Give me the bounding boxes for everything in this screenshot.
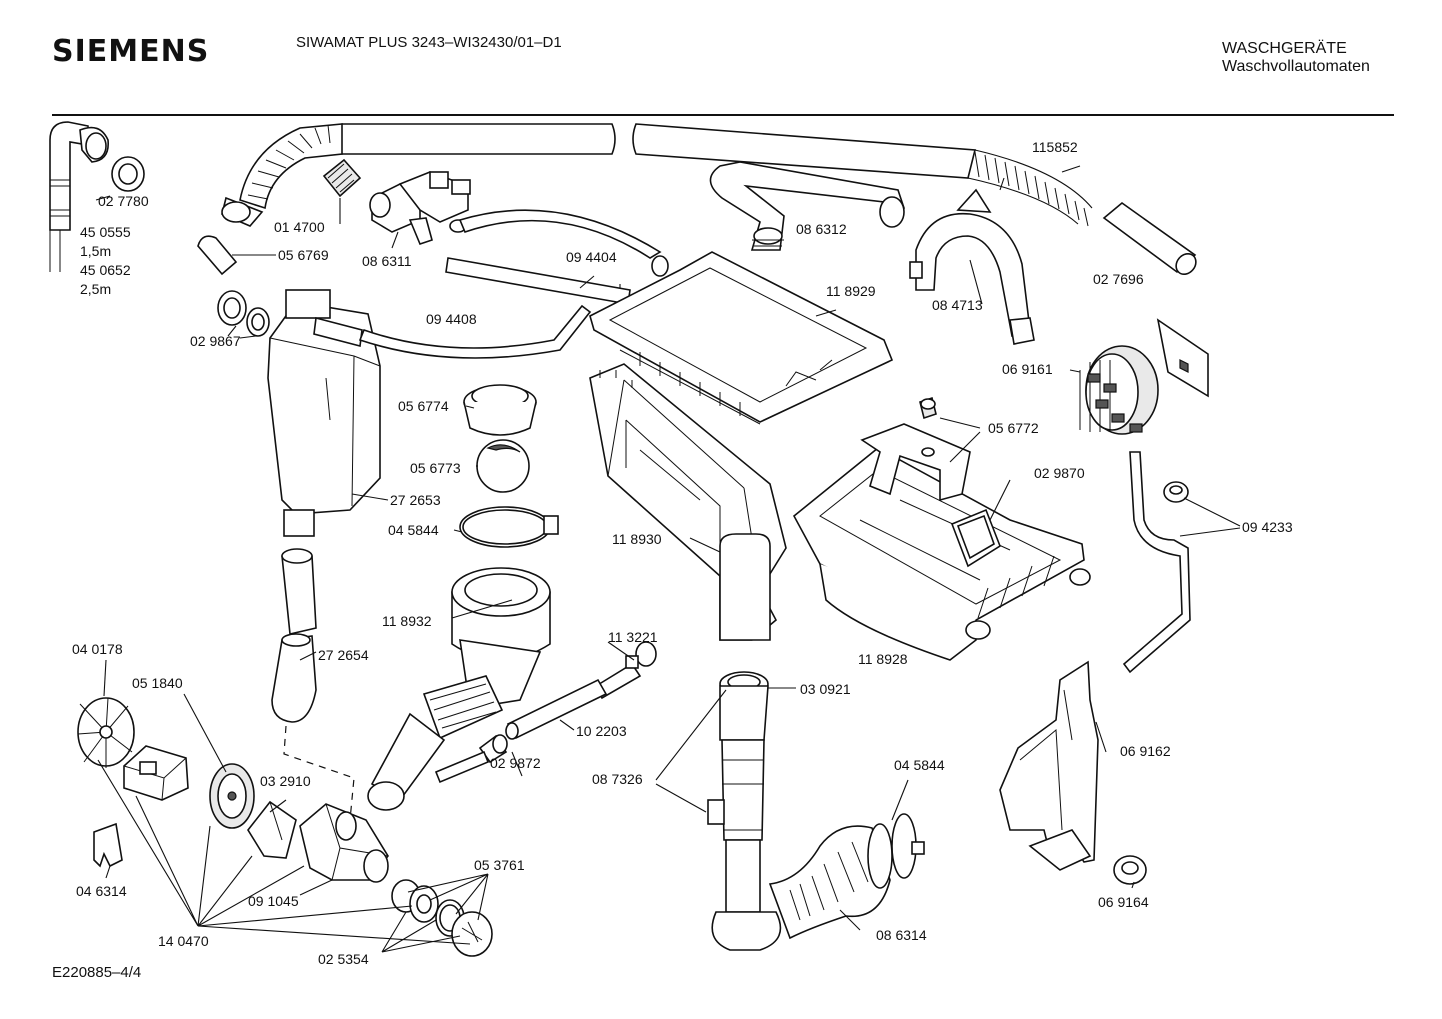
hose-094408 <box>358 304 592 359</box>
label-046314: 04 6314 <box>76 883 127 899</box>
pressure-chamber-272653 <box>267 289 381 537</box>
pressure-switch-069161 <box>1079 345 1159 435</box>
drain-pipe-087326 <box>707 671 782 951</box>
hose-clip-084713 <box>909 188 1035 345</box>
sump-118932 <box>367 567 551 811</box>
label-056772: 05 6772 <box>988 420 1039 436</box>
label-450652: 45 0652 <box>80 262 131 278</box>
grommet-069164 <box>1113 855 1147 885</box>
label-118932: 11 8932 <box>382 613 432 629</box>
label-272654: 27 2654 <box>318 647 369 663</box>
rod-102203 <box>505 678 608 740</box>
label-030921: 03 0921 <box>800 681 851 697</box>
label-045844-b: 04 5844 <box>894 757 945 773</box>
label-118928: 11 8928 <box>858 651 908 667</box>
label-027696: 02 7696 <box>1093 271 1144 287</box>
label-115852: 115852 <box>1032 139 1078 155</box>
brand-logo: SIEMENS <box>52 34 210 69</box>
elbow-hose-086312 <box>709 161 906 251</box>
detergent-housing-118930 <box>589 363 787 641</box>
label-053761: 05 3761 <box>474 857 525 873</box>
label-045844-a: 04 5844 <box>388 522 439 538</box>
drain-hose-elbow <box>49 121 109 272</box>
pin-113221 <box>594 641 657 700</box>
label-118929: 11 8929 <box>826 283 876 299</box>
label-102203: 10 2203 <box>576 723 627 739</box>
bracket-069162 <box>999 660 1099 871</box>
drawer-cover-118929 <box>589 251 894 425</box>
rotor-disc-051840 <box>209 763 255 829</box>
document-id: E220885–4/4 <box>52 964 142 981</box>
ring-027780 <box>111 156 145 192</box>
label-032910: 03 2910 <box>260 773 311 789</box>
label-113221: 11 3221 <box>608 629 658 645</box>
hose-spring-115852 <box>974 151 1089 227</box>
detergent-drawer-118928 <box>792 447 1091 661</box>
label-069162: 06 9162 <box>1120 743 1171 759</box>
pump-091045 <box>299 803 389 883</box>
label-086311: 08 6311 <box>362 253 412 269</box>
impeller-032910 <box>247 800 297 859</box>
leader-lines <box>97 165 1241 953</box>
hose-272654 <box>271 548 317 723</box>
category-title: WASCHGERÄTE <box>1222 40 1347 57</box>
inlet-filter-014700 <box>322 158 362 198</box>
label-027780: 02 7780 <box>98 193 149 209</box>
clamp-045844-b <box>891 813 925 879</box>
label-029870: 02 9870 <box>1034 465 1085 481</box>
label-056769: 05 6769 <box>278 247 329 263</box>
hose-end-027696 <box>1102 201 1197 276</box>
bracket-056772 <box>860 396 971 502</box>
model-title: SIWAMAT PLUS 3243–WI32430/01–D1 <box>296 34 562 51</box>
label-069164: 06 9164 <box>1098 894 1149 910</box>
label-086312: 08 6312 <box>796 221 847 237</box>
label-140470: 14 0470 <box>158 933 209 949</box>
label-272653: 27 2653 <box>390 492 441 508</box>
float-ball-056773 <box>476 439 530 493</box>
label-086314: 08 6314 <box>876 927 927 943</box>
label-029867: 02 9867 <box>190 333 241 349</box>
label-094408: 09 4408 <box>426 311 477 327</box>
rod-short <box>434 750 490 784</box>
label-040178: 04 0178 <box>72 641 123 657</box>
label-118930: 11 8930 <box>612 531 662 547</box>
filter-053761 <box>391 879 493 957</box>
motor-coil <box>123 745 189 801</box>
label-014700: 01 4700 <box>274 219 325 235</box>
seal-frame-029870 <box>950 508 1001 568</box>
clip-046314 <box>93 822 123 868</box>
washers-029867 <box>217 290 270 337</box>
label-094233: 09 4233 <box>1242 519 1293 535</box>
label-084713: 08 4713 <box>932 297 983 313</box>
fan-040178 <box>77 697 135 768</box>
corrugated-inlet-hose <box>221 123 343 227</box>
label-091045: 09 1045 <box>248 893 299 909</box>
switch-bracket <box>1156 318 1209 398</box>
label-087326: 08 7326 <box>592 771 643 787</box>
hose-clamp-045844 <box>459 506 559 548</box>
label-069161: 06 9161 <box>1002 361 1053 377</box>
header-divider <box>52 114 1394 116</box>
connection-line-dashed <box>283 725 355 821</box>
hose-094404 <box>445 209 669 305</box>
pressure-hose-094233 <box>1122 451 1191 674</box>
corrugated-hose-086314 <box>768 823 893 940</box>
solenoid-valve-086311 <box>369 171 471 245</box>
label-025354: 02 5354 <box>318 951 369 967</box>
part-labels: 02 7780 45 0555 1,5m 45 0652 2,5m 01 470… <box>72 139 1293 967</box>
label-094404: 09 4404 <box>566 249 617 265</box>
label-450555: 45 0555 <box>80 224 131 240</box>
label-length-2-5m: 2,5m <box>80 281 111 297</box>
elbow-056769 <box>197 235 238 276</box>
label-length-1-5m: 1,5m <box>80 243 111 259</box>
label-056774: 05 6774 <box>398 398 449 414</box>
label-029872: 02 9872 <box>490 755 541 771</box>
category-subtitle: Waschvollautomaten <box>1222 58 1370 75</box>
bellows-seal-056774 <box>463 384 537 436</box>
label-051840: 05 1840 <box>132 675 183 691</box>
label-056773: 05 6773 <box>410 460 461 476</box>
